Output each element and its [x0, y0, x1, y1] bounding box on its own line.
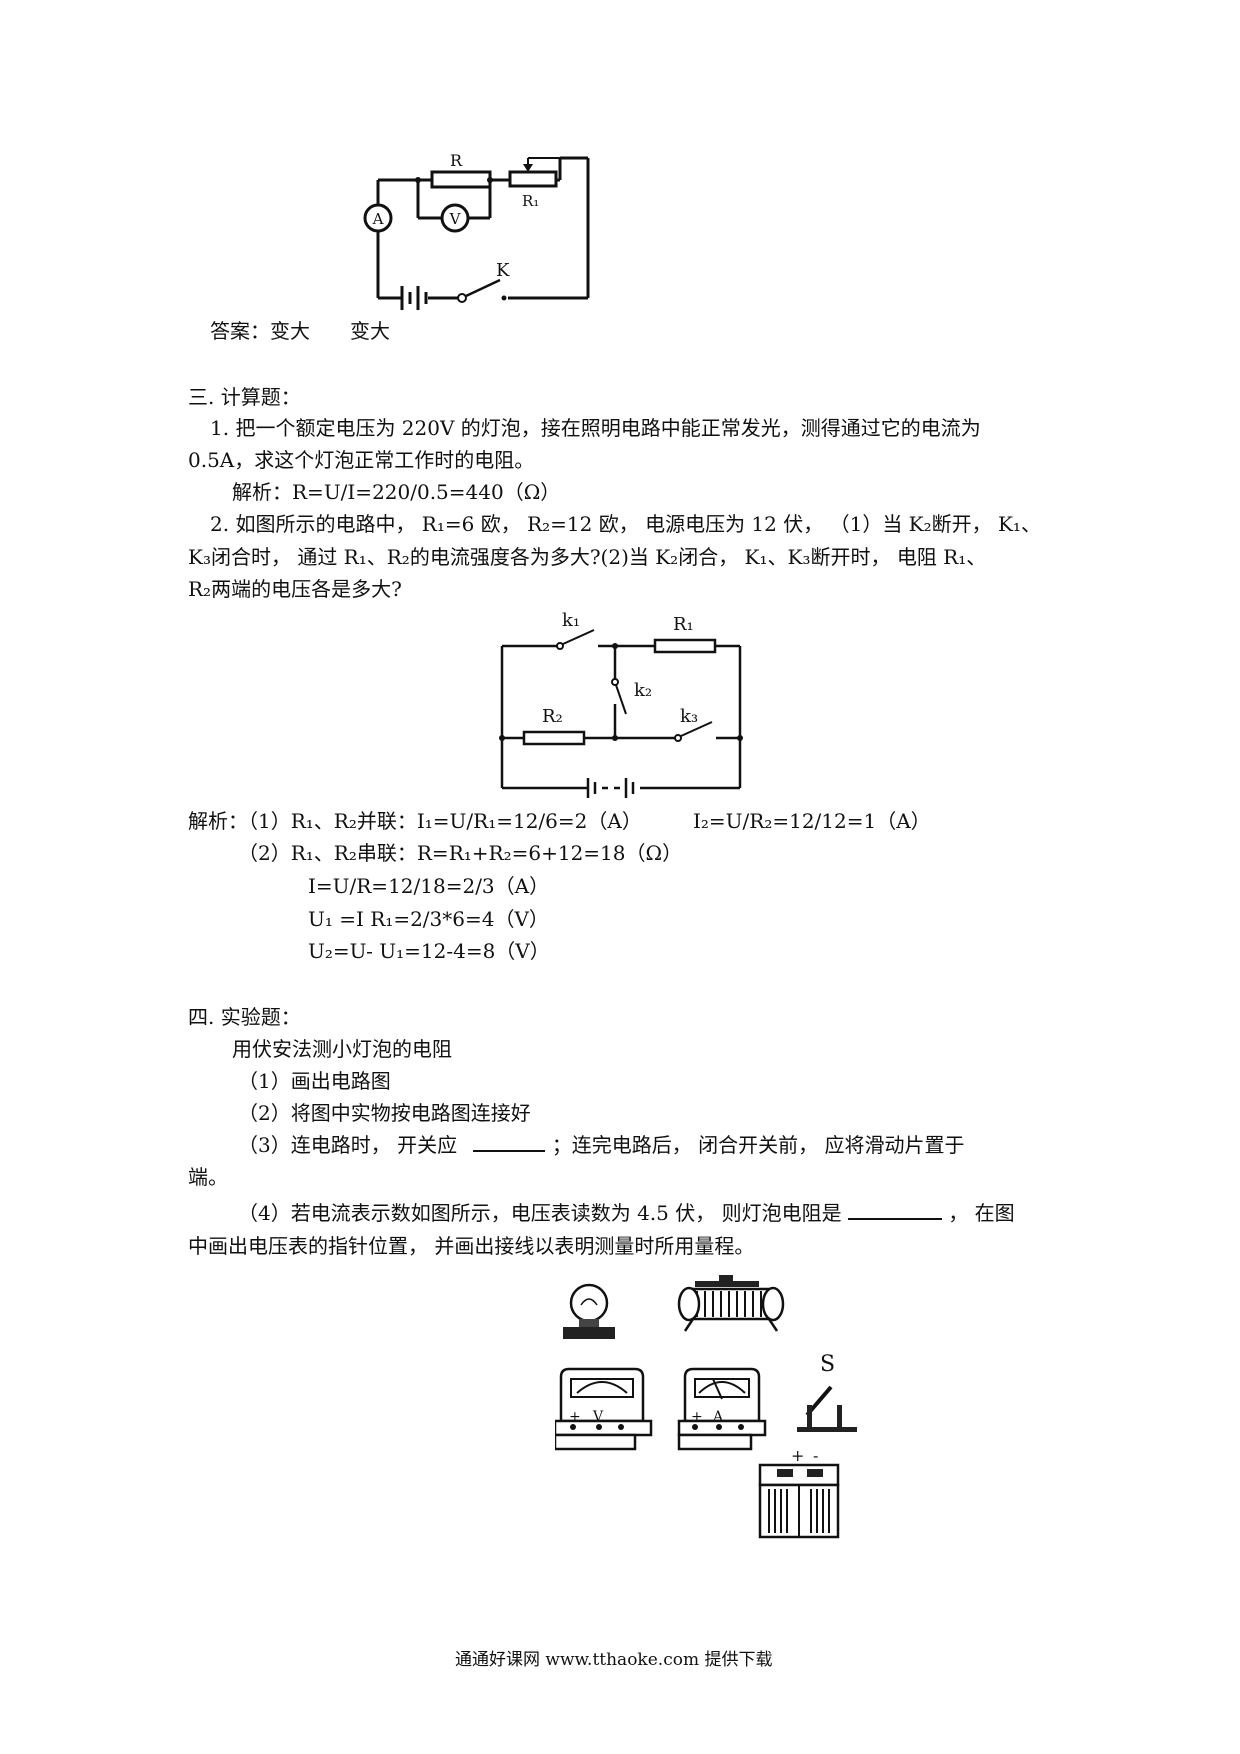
voltmeter-plus-label: + — [569, 1409, 581, 1425]
section4-item3-line2: 端。 — [188, 1165, 228, 1189]
apparatus-figure: S V + A + + - — [555, 1275, 857, 1539]
solution2-line4: U₁ =I R₁=2/3*6=4（V） — [308, 907, 549, 931]
question1-line2: 0.5A，求这个灯泡正常工作时的电阻。 — [188, 448, 535, 472]
switch-icon: S — [797, 1352, 857, 1432]
section4-item4-line2: 中画出电压表的指针位置， 并画出接线以表明测量时所用量程。 — [188, 1234, 755, 1258]
section4-item3-part-b: ；连完电路后， 闭合开关前， 应将滑动片置于 — [551, 1133, 965, 1157]
solution2-line1b: I₂=U/R₂=12/12=1（A） — [693, 809, 931, 833]
solution2-line2: （2）R₁、R₂串联：R=R₁+R₂=6+12=18（Ω） — [238, 841, 683, 865]
battery-minus-label: - — [813, 1446, 818, 1465]
switch-k-label: K — [496, 260, 510, 281]
section4-item1: （1）画出电路图 — [238, 1069, 391, 1093]
section4-item4-part-a: （4）若电流表示数如图所示，电压表读数为 4.5 伏， 则灯泡电阻是 — [238, 1201, 842, 1225]
voltmeter-icon: V + — [555, 1367, 653, 1451]
answer-line: 答案：变大 变大 — [210, 319, 390, 343]
question1-solution: 解析：R=U/I=220/0.5=440（Ω） — [232, 480, 561, 504]
section4-item3-line1: （3）连电路时， 开关应 ；连完电路后， 闭合开关前， 应将滑动片置于 — [238, 1132, 965, 1158]
section4-item2: （2）将图中实物按电路图连接好 — [238, 1101, 531, 1125]
section4-heading: 四. 实验题： — [188, 1005, 301, 1029]
solution2-line5: U₂=U- U₁=12-4=8（V） — [308, 939, 550, 963]
question1-line1: 1. 把一个额定电压为 220V 的灯泡，接在照明电路中能正常发光，测得通过它的… — [210, 416, 981, 440]
ammeter-label: A — [372, 210, 384, 228]
section3-heading: 三. 计算题： — [188, 385, 301, 409]
section4-item4-part-b: ， 在图 — [948, 1201, 1015, 1225]
question2-line1: 2. 如图所示的电路中， R₁=6 欧， R₂=12 欧， 电源电压为 12 伏… — [210, 512, 1041, 536]
resistor-r1-label: R₁ — [522, 192, 539, 210]
solution2-line3: I=U/R=12/18=2/3（A） — [308, 874, 550, 898]
battery-plus-label: + — [791, 1446, 804, 1465]
voltmeter-label: V — [449, 210, 462, 228]
light-bulb-icon — [563, 1283, 615, 1339]
page-footer: 通通好课网 www.tthaoke.com 提供下载 — [455, 1650, 773, 1670]
question2-line3: R₂两端的电压各是多大? — [188, 577, 402, 601]
circuit-diagram-1: A V R R₁ K — [363, 151, 590, 310]
ammeter-icon: A + — [677, 1367, 767, 1451]
question2-line2: K₃闭合时， 通过 R₁、R₂的电流强度各为多大?(2)当 K₂闭合， K₁、K… — [188, 545, 987, 569]
switch-k3-label: k₃ — [680, 706, 698, 727]
solution2-line1a: 解析：（1）R₁、R₂并联：I₁=U/R₁=12/6=2（A） — [188, 809, 642, 833]
section4-item3-part-a: （3）连电路时， 开关应 — [238, 1133, 458, 1157]
switch-k1-label: k₁ — [562, 610, 580, 631]
ammeter-plus-label: + — [691, 1409, 703, 1425]
switch-k2-label: k₂ — [634, 680, 652, 701]
resistor-r-label: R — [450, 151, 463, 170]
section4-intro: 用伏安法测小灯泡的电阻 — [232, 1037, 452, 1061]
resistor-r1-label: R₁ — [673, 614, 694, 635]
rheostat-icon — [677, 1275, 785, 1332]
switch-s-label: S — [820, 1352, 835, 1377]
section4-item4-line1: （4）若电流表示数如图所示，电压表读数为 4.5 伏， 则灯泡电阻是 ， 在图 — [238, 1200, 1015, 1226]
resistor-r2-label: R₂ — [542, 706, 563, 727]
circuit-diagram-2: k₁ R₁ k₂ R₂ k₃ — [499, 610, 743, 798]
switch-state-blank[interactable] — [473, 1132, 546, 1152]
battery-icon: + - — [758, 1446, 840, 1539]
resistance-blank[interactable] — [847, 1200, 942, 1220]
